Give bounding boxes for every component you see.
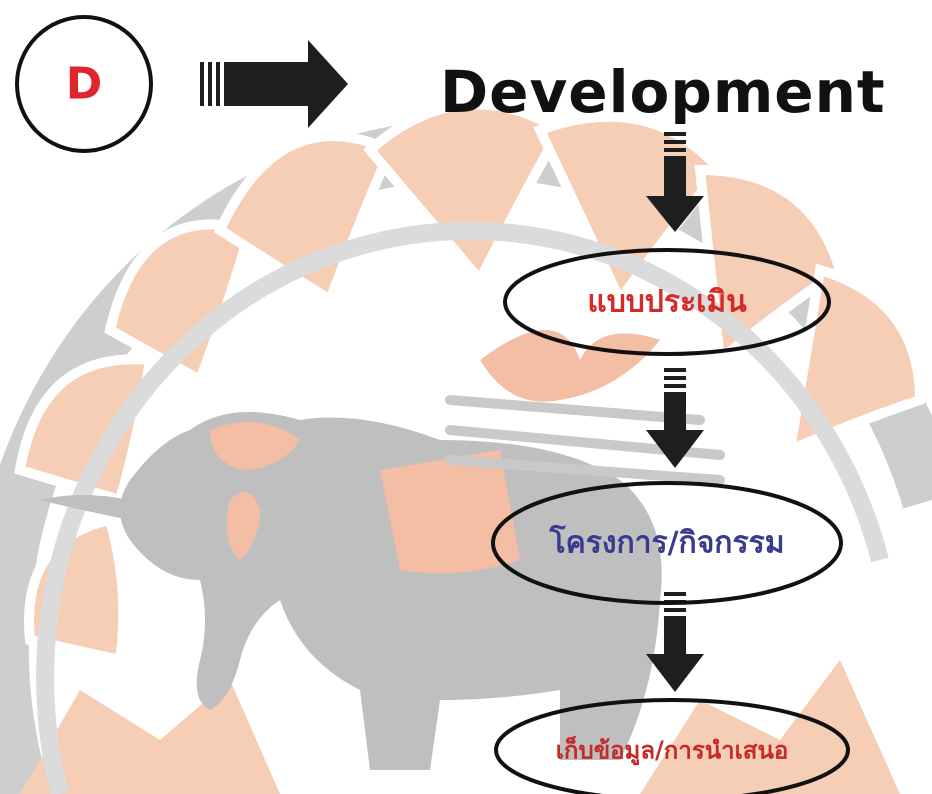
step-label-assessment: แบบประเมิน [587, 284, 747, 320]
step-ellipse-1 [503, 248, 831, 356]
right-arrow-icon [200, 40, 348, 128]
badge-letter: D [65, 58, 103, 110]
step-label-data-collection: เก็บข้อมูล/การนำเสนอ [555, 735, 789, 765]
badge-circle [15, 15, 153, 153]
step-ellipse-2 [491, 481, 843, 605]
step-ellipse-3 [494, 698, 850, 794]
emblem-watermark [0, 99, 932, 794]
down-arrow-icon [646, 132, 704, 232]
step-label-project: โครงการ/กิจกรรม [549, 525, 785, 561]
down-arrow-icon [646, 368, 704, 468]
diagram-title: Development [440, 58, 886, 126]
